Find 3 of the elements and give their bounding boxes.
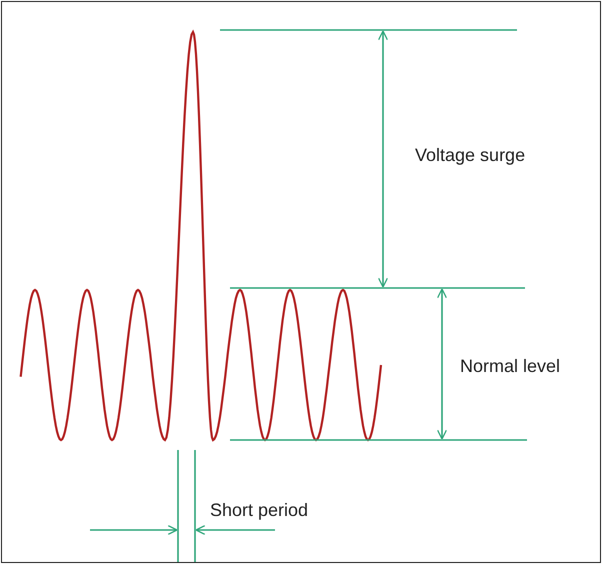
dimension-label: Short period [210,500,308,521]
dimension-label: Voltage surge [415,145,526,166]
dimension-label: Normal level [460,356,560,377]
